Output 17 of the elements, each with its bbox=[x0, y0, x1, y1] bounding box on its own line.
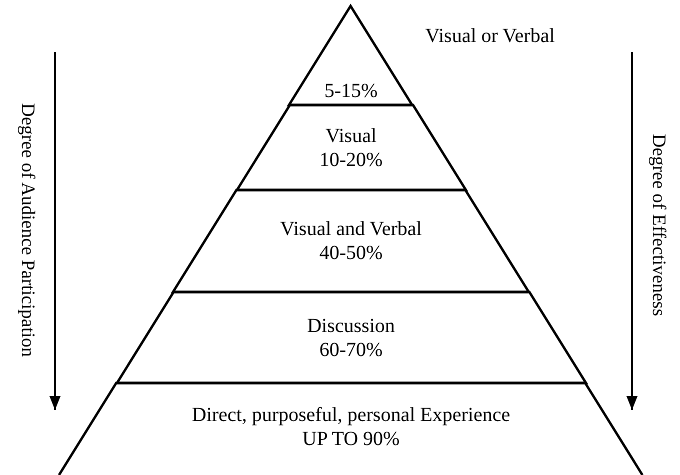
pyramid-layer bbox=[59, 383, 643, 475]
layer-text: Discussion bbox=[307, 314, 395, 338]
side-note: Visual or Verbal bbox=[424, 24, 556, 48]
axis-label: Degree of Effectiveness bbox=[647, 134, 669, 316]
pyramid-layer bbox=[173, 190, 529, 292]
layer-text: Direct, purposeful, personal Experience bbox=[192, 403, 510, 427]
layer-text: Visual bbox=[325, 124, 376, 148]
pyramid-layer bbox=[116, 292, 586, 383]
pyramid-layer bbox=[289, 6, 413, 105]
axis-label: Degree of Audience Participation bbox=[16, 103, 38, 357]
pyramid-layer bbox=[236, 105, 466, 190]
layer-text: UP TO 90% bbox=[302, 427, 400, 451]
layer-text: 40-50% bbox=[319, 241, 383, 265]
layer-text: 60-70% bbox=[319, 338, 383, 362]
layer-text: 10-20% bbox=[319, 148, 383, 172]
layer-text: Visual and Verbal bbox=[280, 217, 422, 241]
layer-text: 5-15% bbox=[324, 79, 378, 103]
